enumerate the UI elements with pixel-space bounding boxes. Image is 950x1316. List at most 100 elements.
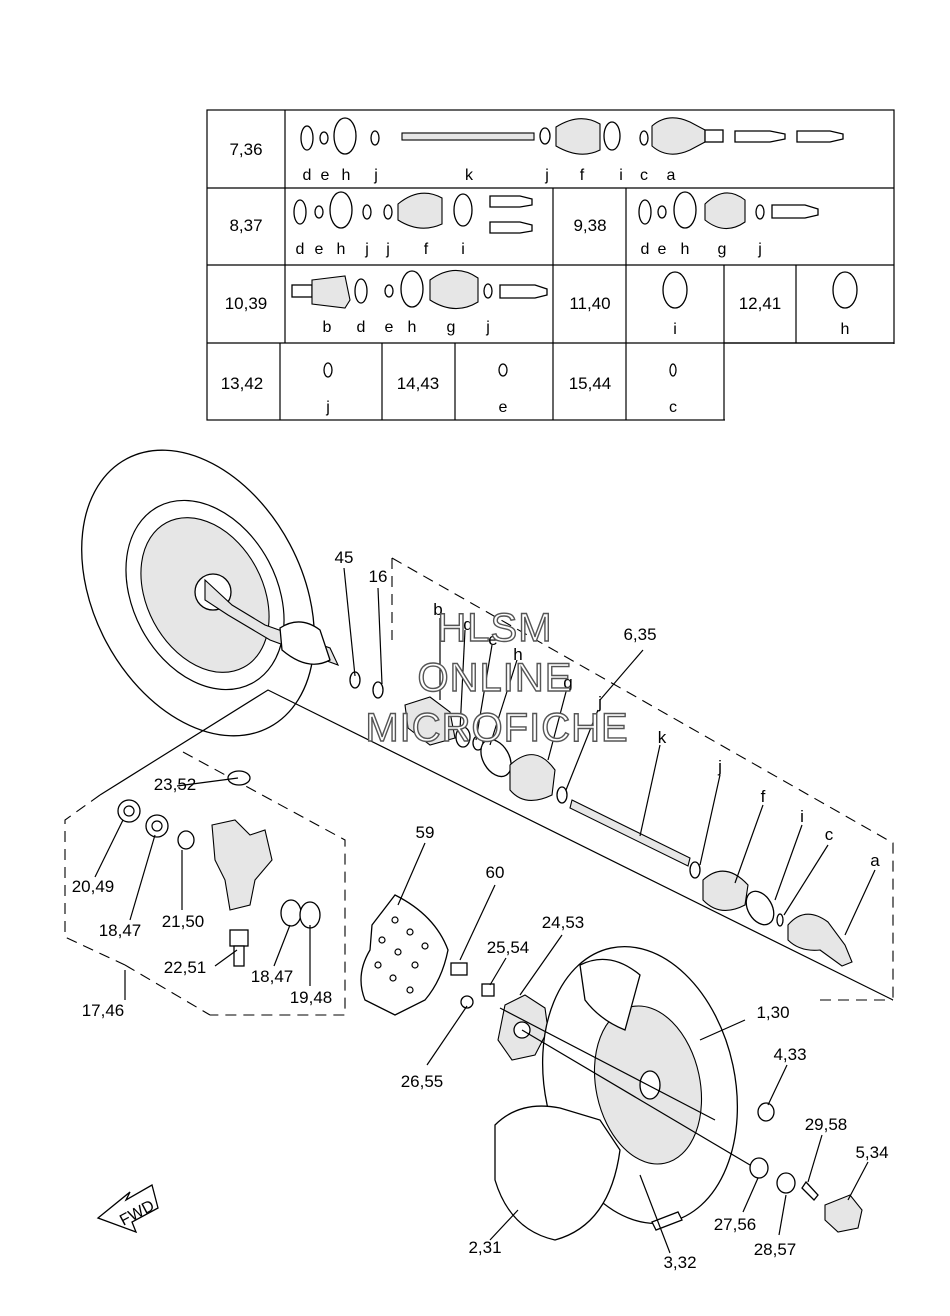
left-wheel <box>81 449 340 737</box>
row-8-37-parts <box>293 191 533 234</box>
svg-text:e: e <box>658 241 667 258</box>
callout-18-47-b: 18,47 <box>251 967 294 986</box>
svg-text:e: e <box>321 167 330 184</box>
row-10-39-letters: b d e h g j <box>323 319 490 336</box>
leader-lines <box>94 567 876 1254</box>
svg-text:d: d <box>296 241 305 258</box>
callout-28-57: 28,57 <box>754 1240 797 1259</box>
ref-15-44: 15,44 <box>569 374 612 393</box>
callout-4-33: 4,33 <box>773 1045 806 1064</box>
svg-text:d: d <box>641 241 650 258</box>
svg-text:j: j <box>757 241 762 258</box>
brake-disc <box>360 894 549 1061</box>
callout-e: e <box>488 630 497 649</box>
callout-20-49: 20,49 <box>72 877 115 896</box>
knuckle-group <box>64 689 894 1016</box>
watermark-line-3: MICROFICHE <box>365 706 628 750</box>
callout-3-32: 3,32 <box>663 1253 696 1272</box>
callout-2-31: 2,31 <box>468 1238 501 1257</box>
callout-22-51: 22,51 <box>164 958 207 977</box>
callout-19-48: 19,48 <box>290 988 333 1007</box>
callout-18-47-a: 18,47 <box>99 921 142 940</box>
callout-21-50: 21,50 <box>162 912 205 931</box>
row-7-36-parts <box>300 117 844 155</box>
row-7-36-letters: d e h j k j f i c a <box>303 167 676 184</box>
callout-j-2: j <box>717 757 722 776</box>
svg-text:d: d <box>357 319 366 336</box>
svg-text:i: i <box>619 167 623 184</box>
watermark-line-2: ONLINE <box>418 656 573 700</box>
svg-text:c: c <box>640 167 648 184</box>
svg-text:h: h <box>337 241 346 258</box>
front-wheel <box>494 945 863 1241</box>
callout-60: 60 <box>486 863 505 882</box>
watermark-line-1: HLSM <box>437 606 552 650</box>
row-9-38-letters: d e h g j <box>641 241 762 258</box>
watermark: HLSM ONLINE MICROFICHE <box>365 605 629 750</box>
callout-1-30: 1,30 <box>756 1003 789 1022</box>
callout-c: c <box>825 825 834 844</box>
band-i-part <box>662 271 688 309</box>
ref-8-37: 8,37 <box>229 216 262 235</box>
callout-17-46: 17,46 <box>82 1001 125 1020</box>
callout-labels: 45 16 6,35 b d e h g j k j f i c a 23,52… <box>72 548 889 1272</box>
svg-text:j: j <box>385 241 390 258</box>
clip-c-part <box>669 363 677 377</box>
callout-b: b <box>433 600 442 619</box>
drive-shaft-assembly <box>349 557 894 1001</box>
band-h-part <box>832 271 858 309</box>
svg-text:c: c <box>669 399 677 416</box>
svg-text:d: d <box>303 167 312 184</box>
ref-14-43: 14,43 <box>397 374 440 393</box>
callout-a: a <box>870 851 880 870</box>
parts-table: 7,36 8,37 9,38 10,39 11,40 12,41 13,42 1… <box>206 109 895 422</box>
svg-text:h: h <box>841 321 850 338</box>
svg-text:i: i <box>673 321 677 338</box>
washer-e-part <box>498 363 508 377</box>
fwd-arrow-icon: FWD <box>96 1184 159 1234</box>
callout-f: f <box>761 787 766 806</box>
svg-text:g: g <box>447 319 456 336</box>
ref-12-41: 12,41 <box>739 294 782 313</box>
callout-25-54: 25,54 <box>487 938 530 957</box>
callout-h: h <box>513 645 522 664</box>
callout-27-56: 27,56 <box>714 1215 757 1234</box>
svg-text:h: h <box>408 319 417 336</box>
row-10-39-parts <box>291 269 548 310</box>
callout-i: i <box>800 807 804 826</box>
svg-text:f: f <box>424 241 429 258</box>
svg-text:j: j <box>364 241 369 258</box>
callout-24-53: 24,53 <box>542 913 585 932</box>
callout-23-52: 23,52 <box>154 775 197 794</box>
row-9-38-parts <box>638 191 819 230</box>
svg-text:b: b <box>323 319 332 336</box>
svg-text:i: i <box>461 241 465 258</box>
svg-text:e: e <box>499 399 508 416</box>
svg-text:j: j <box>373 167 378 184</box>
svg-text:j: j <box>544 167 549 184</box>
ref-11-40: 11,40 <box>569 294 610 313</box>
row-8-37-letters: d e h j j f i <box>296 241 465 258</box>
ref-7-36: 7,36 <box>229 140 262 159</box>
clip-j-part <box>323 362 333 378</box>
callout-59: 59 <box>416 823 435 842</box>
ref-13-42: 13,42 <box>221 374 264 393</box>
svg-text:k: k <box>465 167 474 184</box>
callout-j-1: j <box>597 693 602 712</box>
svg-text:e: e <box>385 319 394 336</box>
svg-text:h: h <box>681 241 690 258</box>
ref-9-38: 9,38 <box>573 216 606 235</box>
svg-text:h: h <box>342 167 351 184</box>
callout-k: k <box>658 728 667 747</box>
svg-text:j: j <box>325 399 330 416</box>
callout-45: 45 <box>335 548 354 567</box>
callout-29-58: 29,58 <box>805 1115 848 1134</box>
callout-d: d <box>463 615 472 634</box>
ref-10-39: 10,39 <box>225 294 268 313</box>
svg-text:e: e <box>315 241 324 258</box>
svg-text:g: g <box>718 241 727 258</box>
callout-16: 16 <box>369 567 388 586</box>
svg-text:j: j <box>485 319 490 336</box>
callout-5-34: 5,34 <box>855 1143 888 1162</box>
